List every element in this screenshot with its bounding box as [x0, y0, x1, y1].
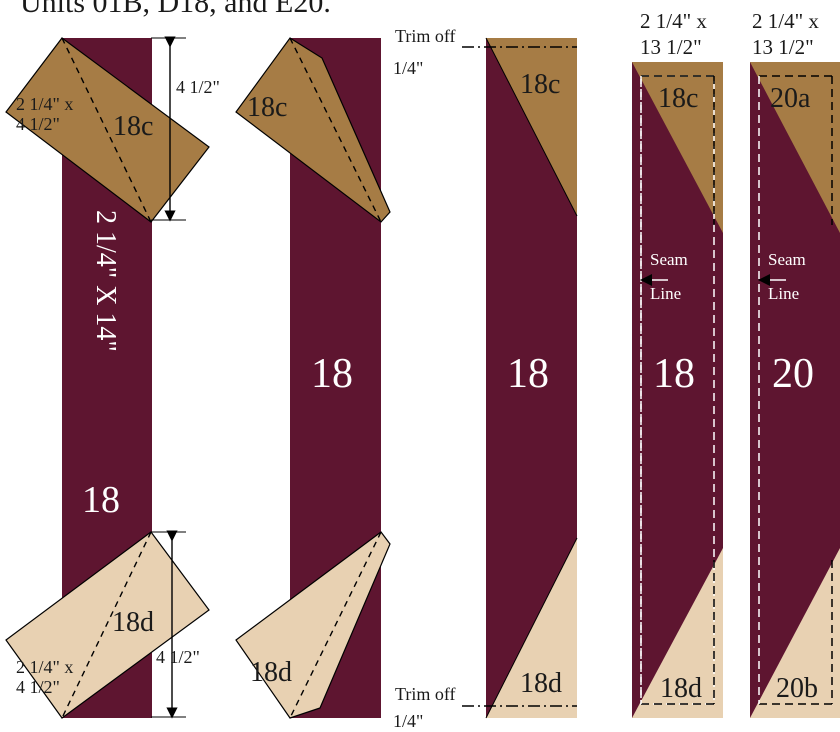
- unit20-top-triangle: [750, 62, 840, 233]
- step1-top-dimension: 4 1/2": [176, 77, 220, 97]
- step1-top-size-line1: 2 1/4" x: [16, 94, 73, 114]
- step1-strip-size: 2 1/4" X 14": [90, 210, 121, 352]
- unit20-top-label: 20a: [770, 83, 811, 114]
- unit18-top-triangle: [632, 62, 723, 233]
- step2-bottom-diagonal: [289, 531, 382, 719]
- unit20-strip-label: 20: [772, 351, 814, 397]
- step1-bottom-label: 18d: [112, 607, 154, 638]
- step1-top-piece: [5, 37, 210, 223]
- unit20-bottom-triangle: [750, 548, 840, 718]
- step1-group: 2 1/4" x 4 1/2" 18c 4 1/2" 2 1/4" X 14" …: [5, 36, 220, 719]
- step1-bottom-size-line1: 2 1/4" x: [16, 657, 73, 677]
- step3-trim-bottom-amount: 1/4": [393, 711, 423, 731]
- step1-top-label: 18c: [113, 111, 153, 142]
- step3-trim-bottom: Trim off: [395, 684, 456, 704]
- step1-bottom-dimension: 4 1/2": [156, 647, 200, 667]
- step2-group: 18c 18 18d: [235, 37, 391, 719]
- unit20-bottom-label: 20b: [776, 673, 818, 704]
- unit20-group: 2 1/4" x 13 1/2" 20a Seam Line 20 20b: [750, 9, 840, 718]
- unit20-seam-label-2: Line: [768, 284, 799, 303]
- step3-strip-label: 18: [507, 351, 549, 397]
- step3-bottom-label: 18d: [520, 668, 562, 699]
- unit18-bottom-triangle: [632, 548, 723, 718]
- step3-group: Trim off 1/4" 18c 18 18d Trim off 1/4": [393, 26, 578, 731]
- unit18-strip-label: 18: [653, 351, 695, 397]
- step1-top-size-line2: 4 1/2": [16, 114, 60, 134]
- unit18-top-label: 18c: [658, 83, 698, 114]
- unit18-group: 2 1/4" x 13 1/2" 18c Seam Line 18 18d: [632, 9, 723, 718]
- step1-bottom-piece: [5, 531, 210, 719]
- step2-top-label: 18c: [247, 92, 287, 123]
- step3-top-edge: [485, 37, 578, 217]
- step1-top-diagonal: [61, 37, 152, 223]
- step3-trim-top-amount: 1/4": [393, 58, 423, 78]
- step2-top-diagonal: [289, 37, 382, 223]
- step2-strip-label: 18: [311, 351, 353, 397]
- unit20-size-line1: 2 1/4" x: [752, 9, 819, 33]
- step3-bottom-edge: [485, 537, 578, 719]
- step2-bottom-piece: [235, 531, 391, 719]
- step3-top-label: 18c: [520, 69, 560, 100]
- step1-bottom-size-line2: 4 1/2": [16, 677, 60, 697]
- unit18-size-line1: 2 1/4" x: [640, 9, 707, 33]
- unit20-size-line2: 13 1/2": [752, 35, 814, 59]
- unit18-seam-label-2: Line: [650, 284, 681, 303]
- step2-bottom-label: 18d: [250, 657, 292, 688]
- unit18-bottom-label: 18d: [660, 673, 702, 704]
- unit20-seam-label-1: Seam: [768, 250, 806, 269]
- step1-strip-label: 18: [82, 479, 120, 521]
- header-text: Units 01B, D18, and E20.: [20, 0, 331, 19]
- step3-trim-top: Trim off: [395, 26, 456, 46]
- step1-bottom-diagonal: [61, 531, 152, 719]
- step2-top-piece: [235, 37, 391, 223]
- unit18-size-line2: 13 1/2": [640, 35, 702, 59]
- unit18-seam-label-1: Seam: [650, 250, 688, 269]
